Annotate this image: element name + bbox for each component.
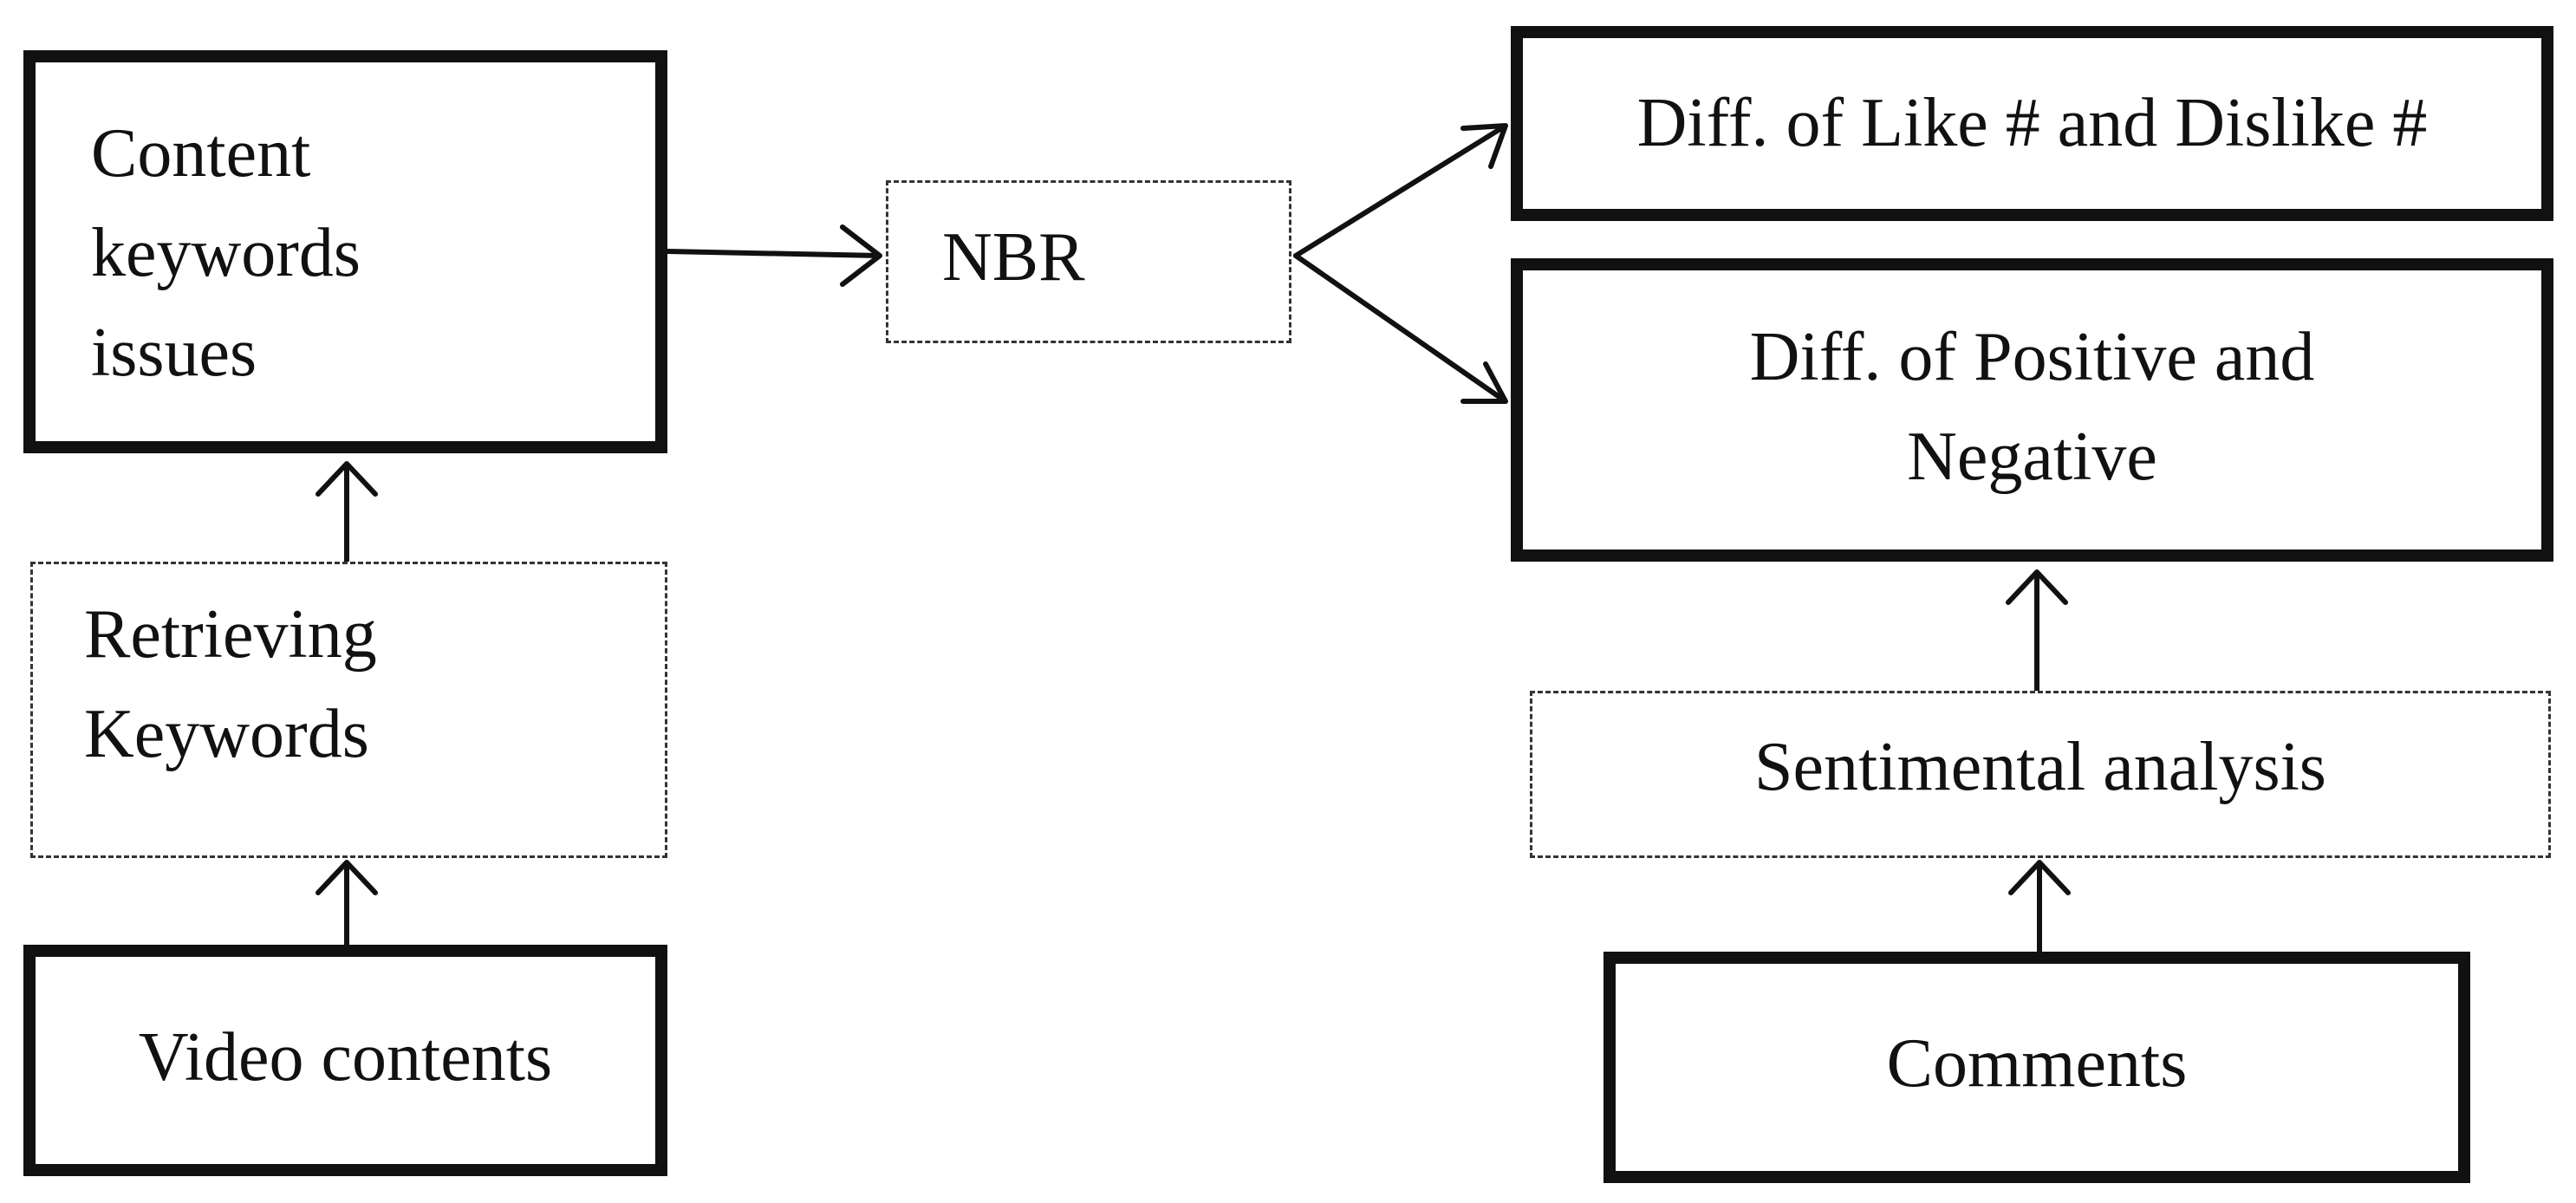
arrow-sentiment-to-positive (2006, 569, 2068, 693)
nbr-node (886, 180, 1291, 343)
retrieving-keywords-node (30, 562, 667, 858)
arrow-comments-to-sentiment (2008, 860, 2071, 954)
positive-negative-line-1: Diff. of Positive and (1749, 319, 2315, 395)
comments-label: Comments (1886, 1025, 2188, 1102)
like-dislike-label: Diff. of Like # and Dislike # (1636, 85, 2428, 161)
nbr-label: NBR (942, 219, 1085, 296)
comments-node (1603, 952, 2470, 1183)
sentimental-analysis-node (1530, 691, 2551, 858)
content-keywords-node (23, 50, 667, 453)
arrow-video-to-retrieving (315, 860, 378, 947)
retrieving-keywords-line-1: Retrieving (84, 596, 377, 673)
video-contents-node (23, 945, 667, 1176)
sentimental-analysis-label: Sentimental analysis (1754, 729, 2326, 805)
positive-negative-line-2: Negative (1907, 419, 2157, 495)
arrow-content-to-nbr (665, 224, 882, 287)
content-keywords-line-3: issues (91, 315, 257, 391)
content-keywords-line-1: Content (91, 115, 311, 192)
arrow-nbr-to-like (1293, 123, 1508, 258)
content-keywords-line-2: keywords (91, 215, 361, 291)
video-contents-label: Video contents (138, 1019, 553, 1096)
arrow-nbr-to-positive (1293, 253, 1508, 404)
arrow-retrieving-to-content (315, 461, 378, 564)
positive-negative-node (1511, 258, 2553, 562)
like-dislike-node (1511, 26, 2553, 221)
retrieving-keywords-line-2: Keywords (84, 696, 369, 772)
